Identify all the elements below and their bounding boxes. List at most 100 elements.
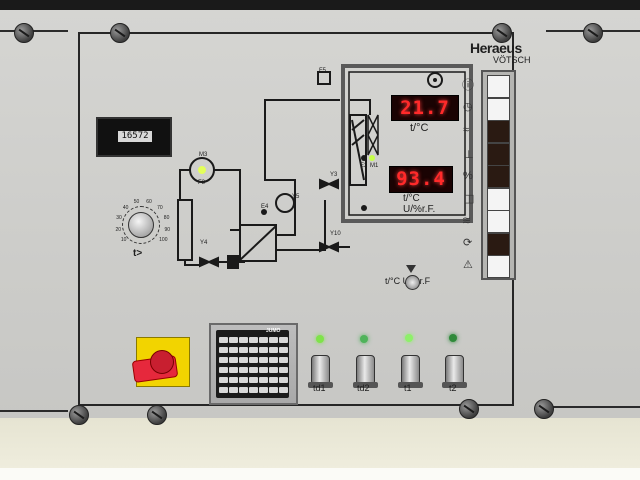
label-y5: Y5 [292, 194, 300, 200]
keypad-key[interactable] [279, 387, 288, 393]
temperature-unit-label: t/°C [410, 122, 429, 134]
selector-knob[interactable] [405, 275, 420, 290]
keypad-key[interactable] [259, 367, 268, 373]
keypad-key[interactable] [269, 337, 278, 343]
side-button-2[interactable] [487, 97, 510, 121]
dial-scale-number: 100 [159, 237, 168, 244]
toggle-t2[interactable] [442, 355, 467, 388]
wave-icon: ≈ [463, 124, 470, 136]
keypad-key[interactable] [249, 367, 258, 373]
keypad-key[interactable] [219, 337, 228, 343]
keypad-key[interactable] [229, 347, 238, 353]
keypad-key[interactable] [279, 337, 288, 343]
thermostat-dial-scale [122, 206, 160, 244]
keypad-key[interactable] [269, 357, 278, 363]
temperature-value: 21.7 [400, 97, 450, 119]
keypad-key[interactable] [229, 357, 238, 363]
right-side-panel [546, 10, 640, 418]
keypad-key[interactable] [249, 337, 258, 343]
humidity-value: 93.4 [396, 168, 446, 190]
keypad-key[interactable] [229, 337, 238, 343]
keypad-key[interactable] [229, 377, 238, 383]
keypad-key[interactable] [249, 357, 258, 363]
screw [583, 23, 603, 43]
label-y3: Y3 [330, 172, 338, 178]
bottom-floor [0, 468, 640, 480]
keypad-key[interactable] [259, 337, 268, 343]
keypad-key[interactable] [279, 357, 288, 363]
keypad-key[interactable] [219, 367, 228, 373]
keypad-key[interactable] [249, 347, 258, 353]
keypad-key[interactable] [239, 367, 248, 373]
led-td2 [360, 335, 368, 343]
label-m1: M1 [370, 163, 379, 169]
label-e2: E2 [360, 163, 368, 169]
humidity-unit-line1: t/°C [403, 193, 420, 204]
side-button-1[interactable] [487, 75, 510, 98]
keypad-key[interactable] [259, 357, 268, 363]
humidity-display: 93.4 [389, 166, 453, 193]
label-e4: E4 [261, 204, 269, 210]
keypad-key[interactable] [279, 367, 288, 373]
label-f5: F5 [319, 68, 327, 74]
selector-arrow-icon [406, 265, 416, 273]
dial-scale-number: 20 [115, 226, 122, 233]
toggle-td2[interactable] [353, 355, 378, 388]
refrigeration-schematic [177, 64, 473, 269]
side-button-column [481, 70, 516, 280]
keypad-key[interactable] [259, 377, 268, 383]
side-button-6[interactable] [487, 187, 510, 211]
brand-votsch: VÖTSCH [493, 55, 531, 65]
keypad-key[interactable] [249, 377, 258, 383]
keypad-key[interactable] [239, 347, 248, 353]
keypad-key[interactable] [249, 387, 258, 393]
keypad-key[interactable] [239, 387, 248, 393]
keypad-key[interactable] [239, 337, 248, 343]
side-button-9[interactable] [487, 255, 510, 278]
program-controller: JUMO [209, 323, 298, 405]
keypad-key[interactable] [219, 357, 228, 363]
toggle-td1[interactable] [308, 355, 333, 388]
screw [110, 23, 130, 43]
info-icon: ⓘ [462, 78, 475, 92]
side-button-7[interactable] [487, 210, 510, 233]
side-button-3[interactable] [487, 120, 510, 143]
keypad-key[interactable] [269, 387, 278, 393]
keypad-key[interactable] [269, 367, 278, 373]
airflow-icon: ≋ [462, 215, 472, 227]
thermostat-dial-knob[interactable] [128, 212, 154, 238]
keypad-key[interactable] [229, 367, 238, 373]
keypad-key[interactable] [259, 347, 268, 353]
keypad-key[interactable] [269, 347, 278, 353]
clock-icon: ◷ [463, 101, 473, 113]
keypad-key[interactable] [219, 377, 228, 383]
keypad-key[interactable] [219, 347, 228, 353]
keypad-key[interactable] [279, 347, 288, 353]
keypad-key[interactable] [239, 357, 248, 363]
led-t2 [449, 334, 457, 342]
temperature-icon: ⊥ [464, 149, 474, 161]
humidity-unit-line2: U/%r.F. [403, 204, 436, 215]
side-button-5[interactable] [487, 165, 510, 188]
keypad-key[interactable] [229, 387, 238, 393]
side-button-4[interactable] [487, 142, 510, 166]
keypad-key[interactable] [239, 377, 248, 383]
dial-scale-number: 10 [120, 237, 127, 244]
humidity-icon: % [463, 170, 473, 182]
brand-heraeus: Heraeus [470, 40, 522, 56]
dial-scale-number: 30 [116, 214, 122, 221]
keypad-key[interactable] [279, 377, 288, 383]
side-button-8[interactable] [487, 232, 510, 256]
toggle-t1[interactable] [398, 355, 423, 388]
toggle-label-td2: td2 [357, 383, 370, 393]
dial-scale-number: 90 [164, 226, 171, 233]
main-power-switch-hub [150, 350, 174, 374]
keypad-key[interactable] [259, 387, 268, 393]
keypad-key[interactable] [219, 387, 228, 393]
toggle-label-t1: t1 [404, 383, 412, 393]
led-td1 [316, 335, 324, 343]
label-y10: Y10 [330, 231, 341, 237]
keypad-key[interactable] [269, 377, 278, 383]
temperature-display: 21.7 [391, 95, 459, 121]
